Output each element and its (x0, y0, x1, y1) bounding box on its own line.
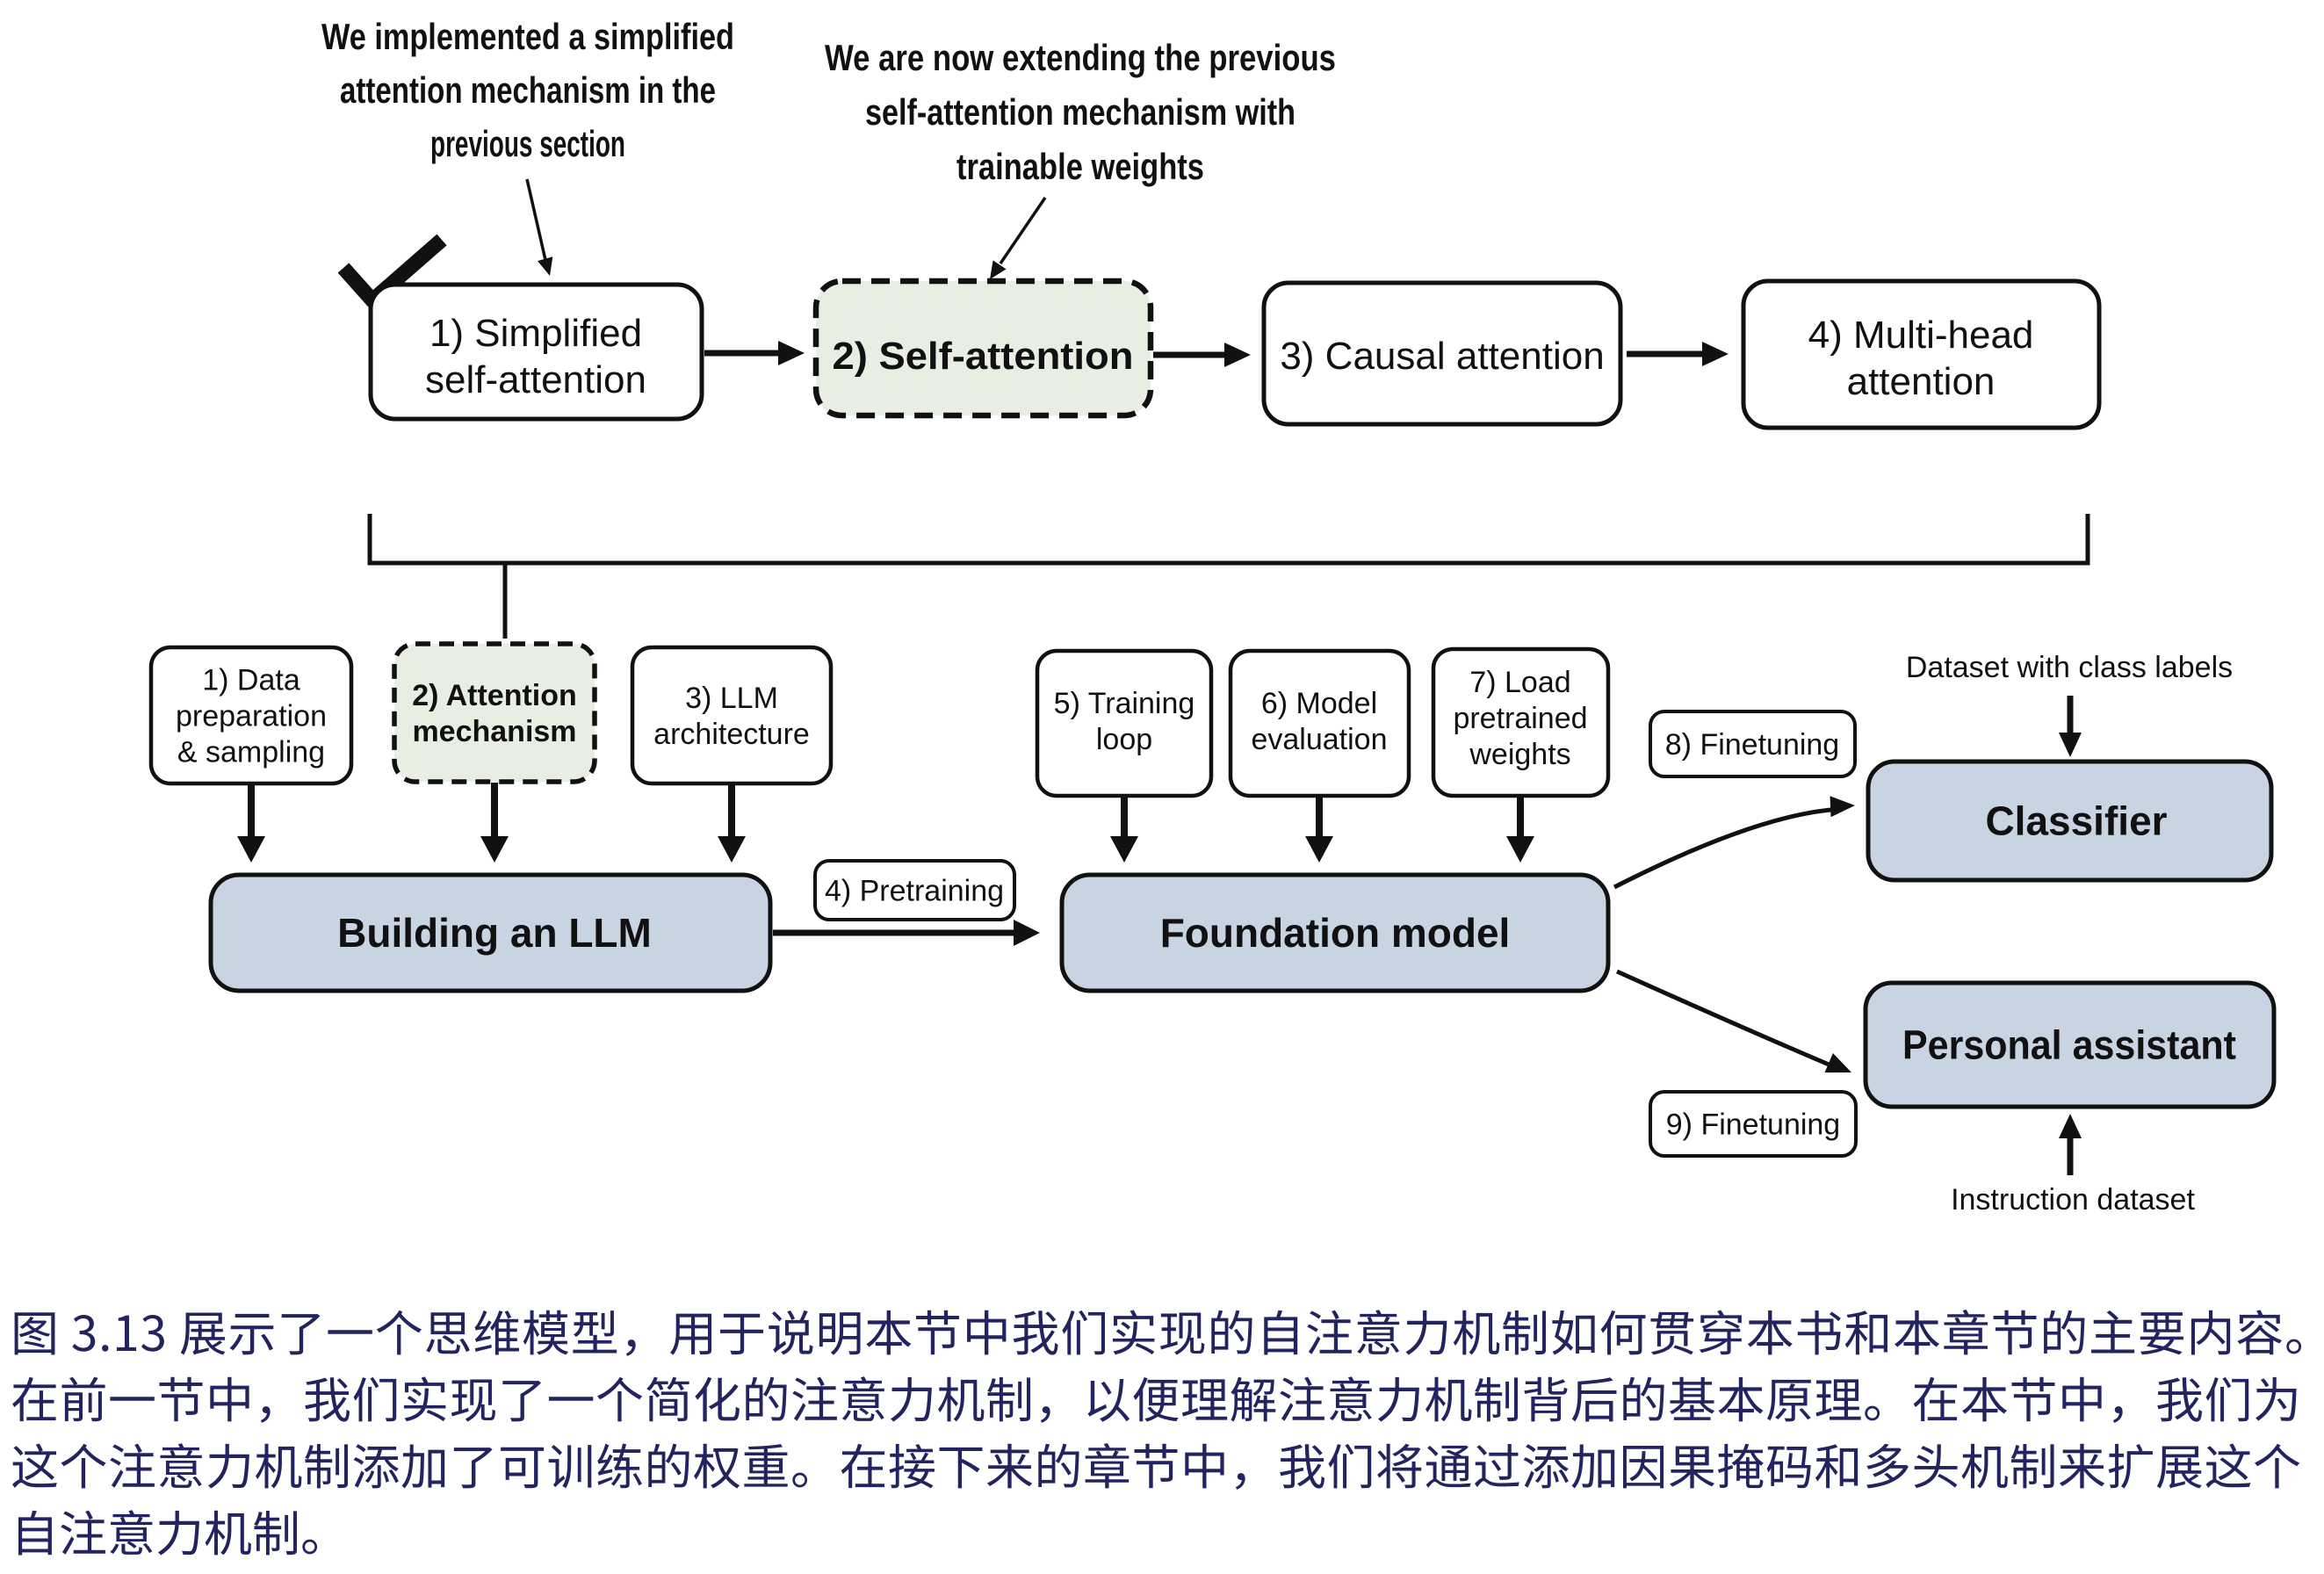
svg-text:architecture: architecture (653, 718, 810, 751)
svg-text:self-attention mechanism with: self-attention mechanism with (865, 91, 1296, 133)
svg-text:3) Causal attention: 3) Causal attention (1280, 335, 1604, 378)
svg-text:We are now extending the previ: We are now extending the previous (825, 37, 1336, 78)
svg-text:Dataset with class labels: Dataset with class labels (1906, 651, 2233, 684)
svg-text:4) Pretraining: 4) Pretraining (825, 875, 1004, 908)
svg-text:7) Load: 7) Load (1469, 666, 1570, 699)
svg-text:loop: loop (1096, 723, 1152, 756)
svg-text:& sampling: & sampling (177, 736, 325, 769)
svg-text:previous section: previous section (430, 123, 625, 164)
svg-text:weights: weights (1469, 738, 1570, 771)
svg-text:Building an LLM: Building an LLM (337, 910, 652, 956)
svg-text:trainable weights: trainable weights (956, 146, 1204, 187)
svg-text:Classifier: Classifier (1985, 798, 2167, 844)
svg-text:Foundation model: Foundation model (1160, 910, 1511, 956)
svg-text:1) Simplified: 1) Simplified (429, 312, 642, 355)
svg-text:8) Finetuning: 8) Finetuning (1665, 728, 1839, 762)
svg-text:self-attention: self-attention (425, 358, 646, 401)
svg-text:2) Self-attention: 2) Self-attention (833, 335, 1134, 378)
svg-text:evaluation: evaluation (1251, 723, 1387, 756)
svg-text:2) Attention: 2) Attention (412, 679, 577, 712)
svg-text:Personal assistant: Personal assistant (1902, 1022, 2236, 1068)
svg-text:attention: attention (1847, 360, 1996, 403)
svg-text:6) Model: 6) Model (1261, 687, 1377, 720)
svg-text:Instruction dataset: Instruction dataset (1951, 1183, 2195, 1217)
svg-text:3) LLM: 3) LLM (685, 682, 778, 715)
svg-text:9) Finetuning: 9) Finetuning (1666, 1108, 1840, 1142)
svg-text:We implemented a simplified: We implemented a simplified (321, 16, 734, 57)
svg-text:mechanism: mechanism (412, 715, 576, 748)
svg-text:preparation: preparation (176, 700, 327, 733)
svg-text:1) Data: 1) Data (202, 664, 300, 697)
svg-text:5) Training: 5) Training (1054, 687, 1195, 720)
svg-text:pretrained: pretrained (1453, 702, 1587, 735)
svg-text:4) Multi-head: 4) Multi-head (1808, 314, 2034, 357)
svg-text:attention mechanism in the: attention mechanism in the (340, 69, 716, 111)
